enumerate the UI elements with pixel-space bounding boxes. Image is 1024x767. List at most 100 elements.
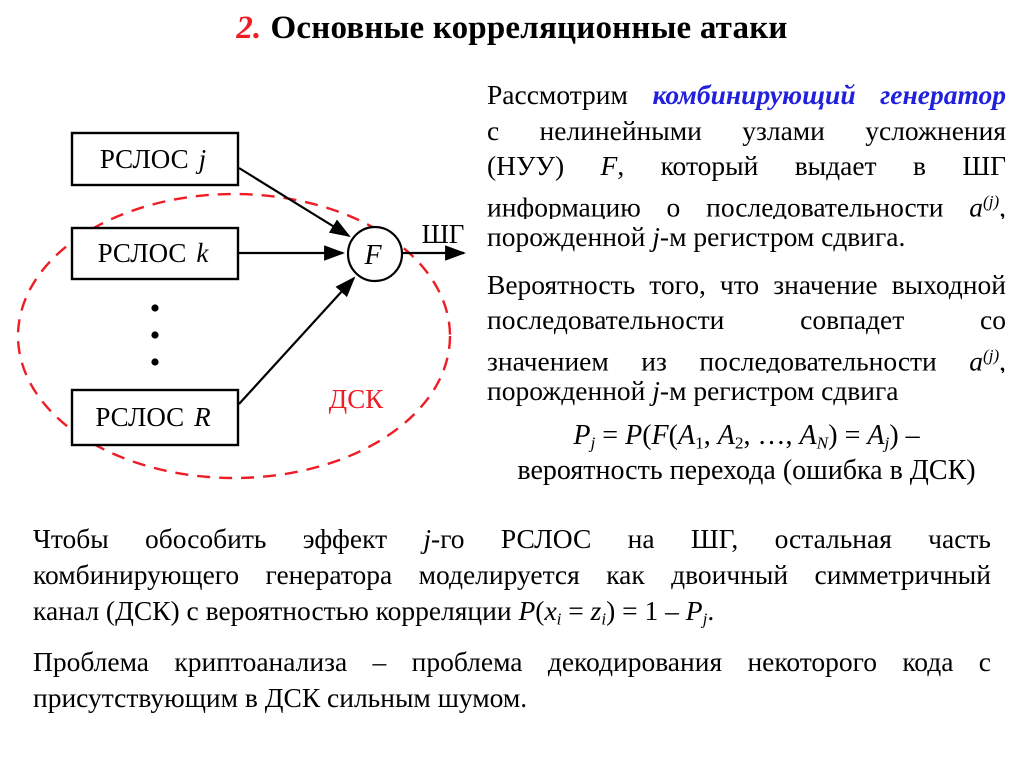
text-segment: ) –	[889, 419, 920, 451]
text-segment: вероятность перехода (ошибка в ДСК)	[517, 455, 976, 486]
text-line: последовательности совпадет со	[487, 302, 1006, 338]
bsc-dashed-ellipse	[16, 192, 452, 480]
text-segment: комбинирующий генератор	[652, 79, 1006, 110]
text-segment: ,	[999, 190, 1006, 219]
text-segment: ) = 1 –	[606, 595, 686, 626]
text-line: канал (ДСК) с вероятностью корреляции P (…	[33, 593, 991, 629]
text-segment: с нелинейными узлами усложнения	[487, 114, 1006, 146]
text-line: присутствующим в ДСК сильным шумом.	[33, 680, 991, 716]
text-segment: j	[423, 523, 432, 554]
text-segment: P	[573, 419, 591, 451]
text-segment: (j)	[983, 345, 1000, 365]
text-segment: порожденной	[487, 221, 653, 252]
text-segment: j	[702, 609, 708, 629]
text-segment: A	[717, 419, 735, 451]
text-segment: Чтобы обособить эффект	[33, 523, 424, 554]
text-segment: значением из последовательности	[487, 344, 970, 373]
text-segment: (	[668, 419, 678, 451]
lfsr-box-r	[70, 388, 240, 447]
text-segment: x	[544, 595, 557, 626]
text-segment: ,	[999, 344, 1006, 373]
text-segment: A	[799, 419, 817, 451]
text-segment: j	[884, 432, 890, 452]
text-line: порожденной j-м регистром сдвига	[487, 373, 1006, 409]
text-segment: информацию о последовательности	[487, 190, 970, 219]
output-label: ШГ	[422, 219, 465, 249]
text-segment: порожденной	[487, 375, 653, 406]
text-segment: a	[969, 344, 984, 373]
combiner-function-label: F	[363, 240, 382, 271]
text-segment: =	[595, 419, 626, 451]
text-line: Вероятность того, что значение выходной	[487, 267, 1006, 303]
text-line: (НУУ) F, который выдает в ШГ	[487, 148, 1006, 184]
text-segment: Проблема криптоанализа – проблема декоди…	[33, 646, 991, 677]
probability-paragraph: Вероятность того, что значение выходной п…	[487, 267, 1006, 409]
text-line: с нелинейными узлами усложнения	[487, 113, 1006, 149]
text-segment: (j)	[983, 191, 1000, 211]
text-segment: , который выдает в ШГ	[617, 150, 1006, 181]
text-line: Чтобы обособить эффект j-го РСЛОС на ШГ,…	[33, 521, 991, 557]
bsc-channel-label: ДСК	[329, 384, 384, 414]
text-segment: -м регистром сдвига.	[659, 221, 906, 252]
text-line: Проблема криптоанализа – проблема декоди…	[33, 644, 991, 680]
text-segment: -го РСЛОС на ШГ, остальная часть	[431, 523, 991, 554]
slide-title-number: 2.	[236, 10, 262, 46]
bsc-model-paragraph: Чтобы обособить эффект j-го РСЛОС на ШГ,…	[33, 521, 991, 629]
text-segment: A	[867, 419, 885, 451]
text-segment: ) =	[828, 419, 868, 451]
text-line: вероятность перехода (ошибка в ДСК)	[487, 453, 1006, 489]
text-segment: (НУУ)	[487, 150, 601, 181]
text-segment: комбинирующего генератора моделируется к…	[33, 559, 991, 590]
text-segment: (	[642, 419, 652, 451]
text-segment: j	[652, 221, 660, 252]
slide-title: 2.Основные корреляционные атаки	[0, 10, 1024, 47]
text-segment: .	[707, 595, 715, 626]
text-segment: последовательности совпадет со	[487, 304, 1006, 335]
text-segment: Вероятность того, что значение выходной	[487, 268, 1006, 300]
lfsr-box-k	[70, 226, 240, 281]
arrow-lfsr-j-to-f	[238, 167, 351, 238]
text-line: Pj = P(F(A1, A2, …, AN) = Aj) –	[487, 418, 1006, 454]
text-segment: F	[600, 150, 618, 181]
text-segment: P	[625, 419, 643, 451]
text-line: информацию о последовательности a(j),	[487, 184, 1006, 219]
text-segment: канал (ДСК) с вероятностью корреляции	[33, 595, 519, 626]
text-segment: F	[651, 419, 669, 451]
text-segment: i	[556, 609, 562, 629]
text-segment: P	[685, 595, 703, 626]
text-line: значением из последовательности a(j),	[487, 338, 1006, 373]
text-segment: j	[652, 375, 660, 406]
lfsr-box-j	[70, 131, 240, 187]
text-segment: j	[590, 432, 596, 452]
slide-title-text: Основные корреляционные атаки	[270, 10, 788, 46]
cryptanalysis-paragraph: Проблема криптоанализа – проблема декоди…	[33, 644, 991, 716]
text-segment: A	[677, 419, 696, 451]
probability-formula: Pj = P(F(A1, A2, …, AN) = Aj) –вероятнос…	[487, 418, 1006, 489]
text-segment: i	[601, 609, 607, 629]
text-segment: -м регистром сдвига	[659, 375, 899, 406]
text-line: Рассмотрим комбинирующий генератор	[487, 77, 1006, 113]
text-segment: Рассмотрим	[487, 79, 653, 110]
text-segment: , …,	[743, 419, 800, 451]
text-segment: присутствующим в ДСК сильным шумом.	[33, 682, 528, 713]
text-segment: =	[561, 595, 591, 626]
bottom-text-block: Чтобы обособить эффект j-го РСЛОС на ШГ,…	[33, 521, 991, 716]
text-segment: a	[969, 190, 984, 219]
text-segment: (	[535, 595, 545, 626]
text-segment: z	[590, 595, 602, 626]
text-segment: N	[816, 432, 829, 452]
arrow-lfsr-r-to-f	[238, 276, 356, 405]
text-line: порожденной j-м регистром сдвига.	[487, 219, 1006, 255]
ellipsis-dots	[151, 304, 159, 366]
text-segment: 2	[734, 432, 744, 452]
text-line: комбинирующего генератора моделируется к…	[33, 557, 991, 593]
text-segment: 1	[695, 432, 704, 452]
combiner-circle	[346, 225, 404, 283]
text-segment: ,	[703, 419, 718, 451]
